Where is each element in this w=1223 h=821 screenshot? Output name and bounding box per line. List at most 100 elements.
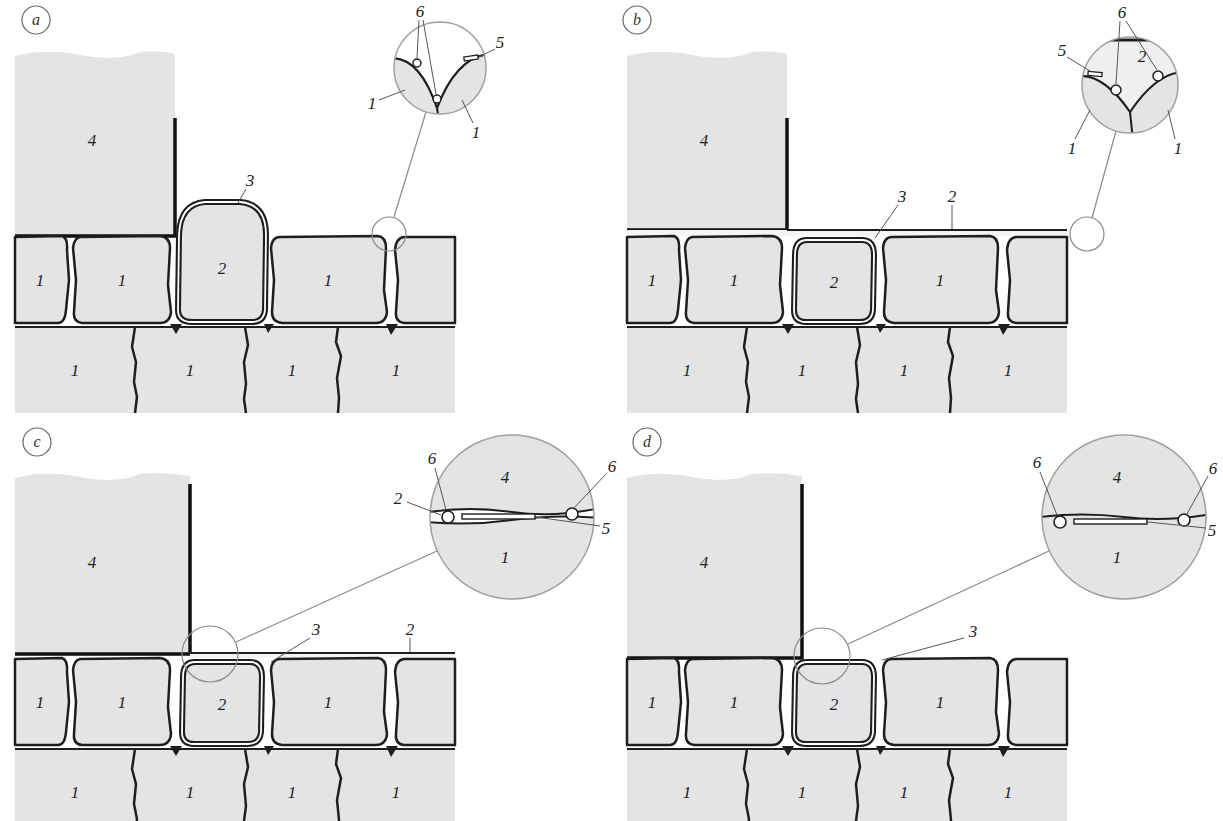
stone <box>392 54 488 120</box>
block <box>15 51 175 236</box>
panel <box>15 6 495 413</box>
element-6 <box>433 95 441 103</box>
coating <box>178 202 266 322</box>
coated-stone <box>794 662 874 744</box>
block-edge <box>15 118 175 236</box>
leader <box>882 638 964 660</box>
callout-number: 1 <box>36 694 45 711</box>
callout-number: 6 <box>608 458 617 475</box>
element-5 <box>1088 71 1102 76</box>
leader <box>1126 21 1157 70</box>
callout-number: 1 <box>936 272 945 289</box>
layer <box>428 508 600 524</box>
element-6 <box>566 508 578 520</box>
leader <box>1075 110 1090 139</box>
callout-number: 5 <box>496 34 505 51</box>
leader <box>423 20 436 94</box>
callout-number: 1 <box>730 272 739 289</box>
leader <box>875 205 898 238</box>
callout-number: 3 <box>246 172 255 189</box>
callout-number: 1 <box>118 272 127 289</box>
detail-leader <box>1092 131 1116 218</box>
detail-ring <box>394 22 486 114</box>
detail-ring <box>430 435 594 599</box>
leader <box>1148 522 1206 528</box>
detail-marker <box>372 217 406 251</box>
element-6 <box>1111 85 1121 95</box>
element-5 <box>462 514 535 519</box>
callout-number: 1 <box>368 95 377 112</box>
leader-lines <box>882 472 1208 660</box>
callout-number: 1 <box>1174 140 1183 157</box>
callout-number: 1 <box>900 784 909 801</box>
stone-row <box>15 658 455 745</box>
block-edge <box>627 118 787 230</box>
leader <box>462 100 473 123</box>
leader <box>271 638 310 662</box>
callout-number: 1 <box>288 784 297 801</box>
element-5 <box>1074 519 1147 524</box>
callout-number: 6 <box>1033 454 1042 471</box>
detail-marker <box>1070 217 1104 251</box>
callout-number: 1 <box>288 362 297 379</box>
callout-number: 2 <box>394 490 403 507</box>
panel-letter: c <box>33 434 40 450</box>
leader <box>1040 472 1057 515</box>
callout-number: 3 <box>969 623 978 640</box>
panel <box>623 6 1184 413</box>
callout-number: 2 <box>830 696 839 713</box>
callout-number: 6 <box>1118 4 1127 21</box>
leader <box>417 20 419 58</box>
callout-number: 3 <box>312 621 321 638</box>
layer-edge <box>1078 39 1184 42</box>
callout-number: 5 <box>1058 42 1067 59</box>
callout-number: 1 <box>730 694 739 711</box>
panel-letter-ring <box>633 428 661 456</box>
layer <box>190 653 455 658</box>
leader <box>435 468 446 510</box>
callout-number: 4 <box>88 132 97 149</box>
leader <box>407 502 441 515</box>
callout-number: 1 <box>648 272 657 289</box>
detail-ring <box>430 435 594 599</box>
detail-leader <box>848 551 1049 644</box>
block-edge <box>627 484 802 658</box>
block <box>627 51 787 230</box>
element-6 <box>413 59 421 67</box>
detail-leader <box>236 551 437 642</box>
leader-lines <box>271 468 606 662</box>
callout-number: 1 <box>392 784 401 801</box>
callout-number: 2 <box>948 188 957 205</box>
stone-row <box>627 658 1067 745</box>
leader-lines <box>238 20 495 203</box>
callout-number: 4 <box>88 554 97 571</box>
callout-number: 5 <box>1208 522 1217 539</box>
coated-stone <box>178 202 266 322</box>
panel-letter-ring <box>623 6 651 34</box>
leader <box>1067 57 1090 71</box>
callout-number: 2 <box>406 621 415 638</box>
panel-letter-ring <box>22 6 50 34</box>
crack <box>1130 112 1133 140</box>
detail-leader <box>394 112 426 217</box>
stone-row <box>15 324 455 413</box>
callout-number: 6 <box>428 450 437 467</box>
layer-edge <box>190 652 455 654</box>
callout-number: 3 <box>898 188 907 205</box>
leader <box>238 189 246 203</box>
leader <box>479 49 495 57</box>
leader <box>1116 21 1120 84</box>
callout-number: 1 <box>36 272 45 289</box>
callout-number: 1 <box>936 694 945 711</box>
callout-number: 4 <box>700 554 709 571</box>
panel-letter: b <box>633 12 641 28</box>
callout-number: 1 <box>324 694 333 711</box>
callout-number: 1 <box>186 362 195 379</box>
leader <box>1168 110 1175 139</box>
layer-edge <box>787 229 1067 231</box>
stone-row <box>627 746 1067 821</box>
callout-number: 1 <box>186 784 195 801</box>
callout-number: 5 <box>602 520 611 537</box>
element-6 <box>1054 516 1066 528</box>
